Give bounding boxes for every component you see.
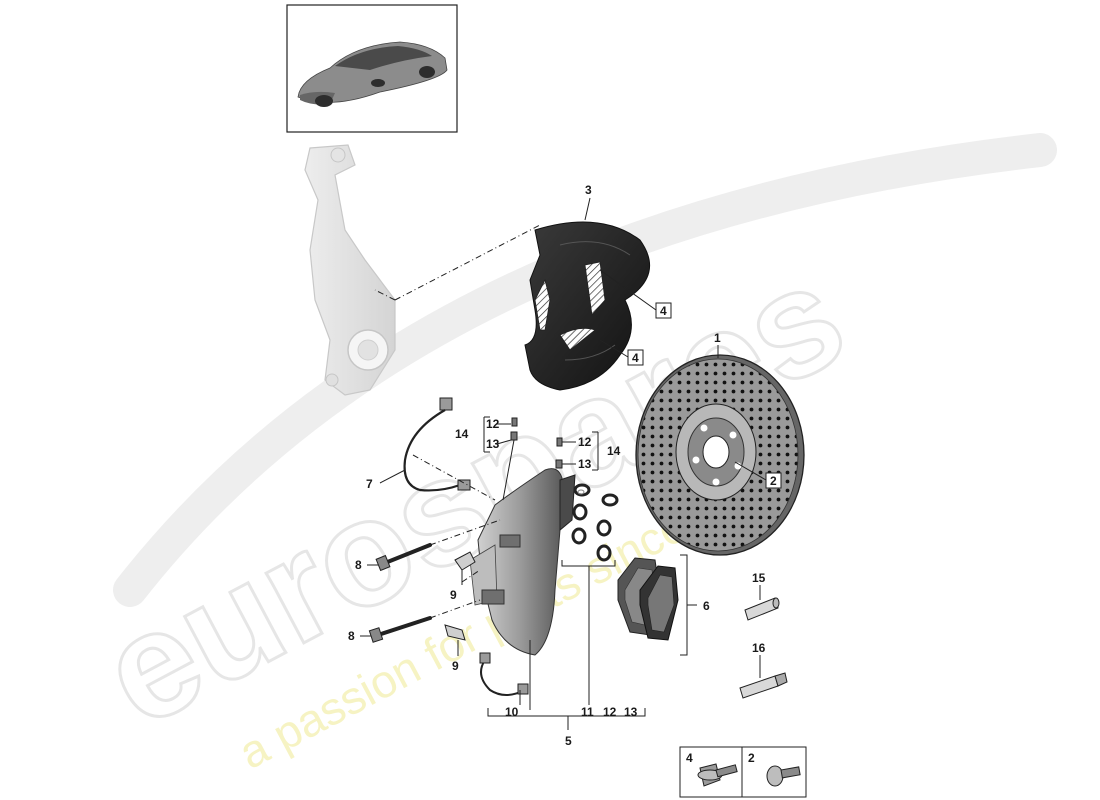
bleeder-left (502, 417, 518, 501)
brake-shield (524, 221, 650, 391)
callout-13a: 13 (486, 437, 500, 451)
countersunk-bolt-image (766, 765, 801, 787)
callout-5: 5 (565, 734, 572, 748)
leader-9a (461, 569, 481, 583)
callout-12b: 12 (578, 435, 592, 449)
car-image (297, 41, 448, 107)
leader-4a (599, 269, 657, 311)
watermark-swoosh (113, 133, 1057, 607)
leader-13a (496, 439, 512, 445)
callout-6: 6 (703, 599, 710, 613)
callout-4b: 4 (632, 351, 639, 365)
bolt-upper-8 (375, 543, 432, 572)
brake-disc (635, 354, 805, 556)
callout-7: 7 (366, 477, 373, 491)
leader-7b (412, 454, 496, 501)
brake-pads (617, 557, 679, 641)
fastener-legend: 4 2 (679, 746, 807, 798)
callout-4a: 4 (660, 304, 667, 318)
steering-knuckle (304, 144, 396, 396)
callout-9a: 9 (450, 588, 457, 602)
callout-box-2 (765, 472, 782, 489)
tube-15 (744, 597, 780, 621)
callout-14a: 14 (455, 427, 469, 441)
clip-upper-9 (454, 551, 476, 585)
flange-bolt-image (697, 763, 738, 787)
tube-16 (739, 672, 788, 699)
bracket-5 (487, 708, 646, 730)
callout-10: 10 (505, 705, 519, 719)
vehicle-thumbnail (286, 4, 458, 133)
callout-box-4b (627, 349, 644, 366)
callout-13c: 13 (624, 705, 638, 719)
bracket-14a (483, 416, 490, 453)
callout-2: 2 (770, 474, 777, 488)
callout-8a: 8 (355, 558, 362, 572)
callout-15: 15 (752, 571, 766, 585)
legend-label-2: 2 (748, 751, 755, 765)
callout-1: 1 (714, 331, 721, 345)
callout-14b: 14 (607, 444, 621, 458)
callout-12a: 12 (486, 417, 500, 431)
seal-rings (571, 483, 619, 562)
leader-8b-dash (429, 599, 481, 619)
callout-16: 16 (752, 641, 766, 655)
wear-sensor-7 (403, 397, 471, 492)
wear-sensor-10 (479, 652, 529, 696)
callout-3: 3 (585, 183, 592, 197)
clip-lower-9 (444, 624, 466, 656)
callout-9b: 9 (452, 659, 459, 673)
legend-label-4: 4 (686, 751, 693, 765)
bolt-lower-8 (368, 616, 432, 643)
bracket-14b (592, 431, 599, 471)
leader-7 (379, 469, 406, 484)
callout-11: 11 (581, 705, 594, 719)
leader-knuckle (374, 224, 541, 301)
callout-box-4a (655, 302, 672, 319)
callout-12c: 12 (603, 705, 617, 719)
bracket-6 (680, 554, 697, 656)
leader-3 (584, 197, 591, 221)
brake-caliper (469, 468, 576, 656)
callout-8b: 8 (348, 629, 355, 643)
leader-4b (599, 339, 629, 358)
leader-8a-dash (429, 519, 501, 546)
callout-13b: 13 (578, 457, 592, 471)
leader-2 (734, 461, 767, 481)
